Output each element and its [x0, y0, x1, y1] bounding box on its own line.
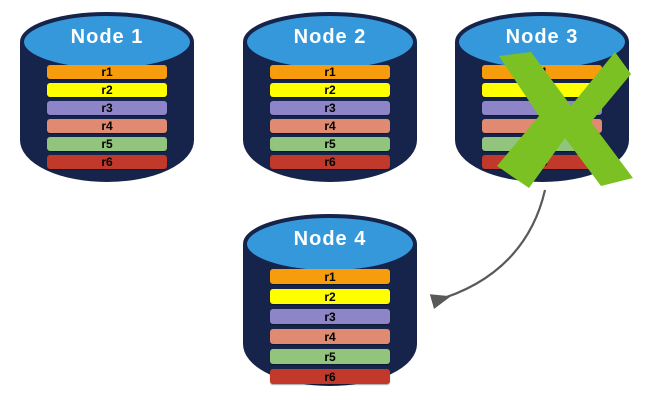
row-label: r2 — [324, 83, 336, 97]
node-3[interactable]: Node 3 r1 r2 r3 r4 r5 r6 — [453, 8, 633, 188]
node-4-row-r6[interactable]: r6 — [270, 369, 390, 384]
node-2-row-r4[interactable]: r4 — [270, 119, 390, 133]
node-4-rows: r1 r2 r3 r4 r5 r6 — [270, 269, 390, 384]
node-4-row-r4[interactable]: r4 — [270, 329, 390, 344]
row-label: r2 — [101, 83, 113, 97]
node-2-row-r3[interactable]: r3 — [270, 101, 390, 115]
row-label: r2 — [324, 289, 336, 304]
node-4-row-r2[interactable]: r2 — [270, 289, 390, 304]
node-1-row-r2[interactable]: r2 — [47, 83, 167, 97]
node-2-rows: r1 r2 r3 r4 r5 r6 — [270, 65, 390, 169]
node-4[interactable]: Node 4 r1 r2 r3 r4 r5 r6 — [241, 208, 419, 388]
row-label: r5 — [324, 137, 336, 151]
row-label: r1 — [101, 65, 113, 79]
row-label: r4 — [324, 329, 336, 344]
node-2-row-r1[interactable]: r1 — [270, 65, 390, 79]
row-label: r1 — [324, 65, 336, 79]
node-2-row-r5[interactable]: r5 — [270, 137, 390, 151]
row-label: r4 — [324, 119, 336, 133]
row-label: r6 — [324, 155, 336, 169]
node-1-row-r4[interactable]: r4 — [47, 119, 167, 133]
row-label: r3 — [324, 101, 336, 115]
row-label: r3 — [324, 309, 336, 324]
node-1-row-r5[interactable]: r5 — [47, 137, 167, 151]
node-4-row-r3[interactable]: r3 — [270, 309, 390, 324]
node-2[interactable]: Node 2 r1 r2 r3 r4 r5 r6 — [241, 8, 419, 184]
row-label: r4 — [101, 119, 113, 133]
node-4-row-r5[interactable]: r5 — [270, 349, 390, 364]
row-label: r6 — [101, 155, 113, 169]
row-label: r1 — [324, 269, 336, 284]
row-label: r6 — [324, 369, 336, 384]
node-1-rows: r1 r2 r3 r4 r5 r6 — [47, 65, 167, 169]
node-4-row-r1[interactable]: r1 — [270, 269, 390, 284]
node-2-row-r2[interactable]: r2 — [270, 83, 390, 97]
node-2-row-r6[interactable]: r6 — [270, 155, 390, 169]
row-label: r5 — [101, 137, 113, 151]
row-label: r5 — [324, 349, 336, 364]
node-1-row-r3[interactable]: r3 — [47, 101, 167, 115]
node-1[interactable]: Node 1 r1 r2 r3 r4 r5 r6 — [18, 8, 196, 184]
failure-cross-icon — [497, 52, 633, 188]
node-1-row-r6[interactable]: r6 — [47, 155, 167, 169]
node-1-row-r1[interactable]: r1 — [47, 65, 167, 79]
row-label: r3 — [101, 101, 113, 115]
replication-arrow-path — [429, 189, 547, 310]
